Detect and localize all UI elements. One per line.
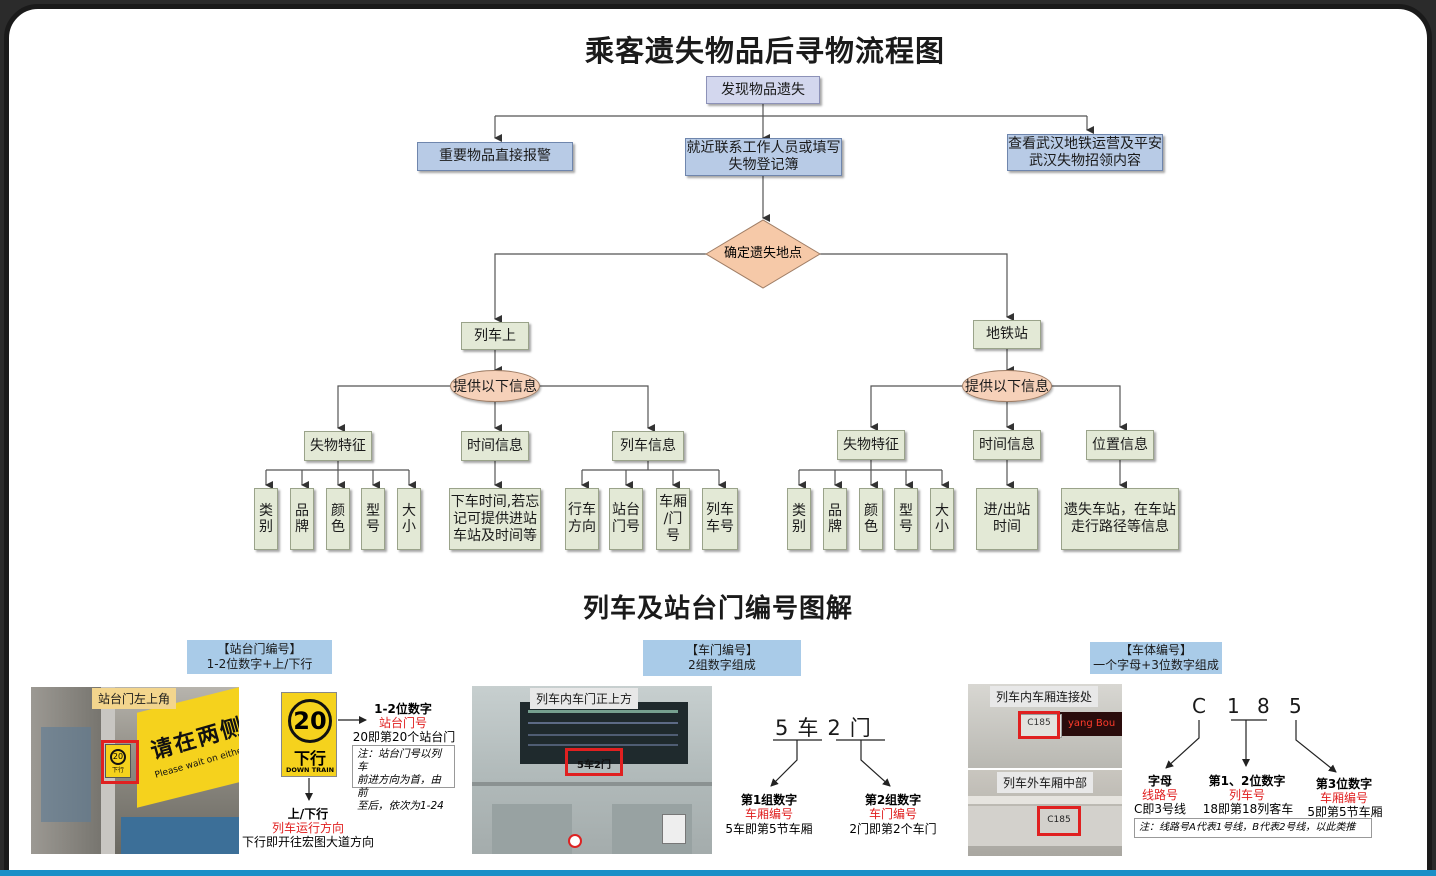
platform-label1-red: 站台门号 (378, 716, 427, 730)
platform-label1-title: 1-2位数字 (374, 702, 432, 716)
right-position-box: 位置信息 (1086, 430, 1154, 460)
body-c-desc: 5即第5节车厢 (1307, 805, 1383, 819)
check-box: 查看武汉地铁运营及平安 武汉失物招领内容 (1007, 134, 1163, 171)
left-feature-item: 型 号 (361, 488, 385, 550)
door-g2-red: 车门编号 (868, 807, 917, 821)
body-photo-inside-tag: 列车内车厢连接处 (990, 686, 1099, 707)
right-feature-item: 颜 色 (859, 488, 883, 550)
left-feature-item: 品 牌 (290, 488, 314, 550)
platform-photo: 请在两侧 Please wait on either side 20 下行 (31, 687, 239, 854)
body-inside-code: C185 (1027, 718, 1051, 728)
door-header: 【车门编号】 2组数字组成 (643, 640, 801, 676)
platform-photo-tag: 站台门左上角 (92, 688, 177, 709)
left-feature-item: 颜 色 (326, 488, 350, 550)
right-feature-item: 型 号 (894, 488, 918, 550)
right-time-box: 时间信息 (973, 430, 1041, 460)
body-a-title: 字母 (1147, 774, 1172, 788)
left-time-detail: 下车时间,若忘 记可提供进站 车站及时间等 (449, 488, 541, 550)
main-title: 乘客遗失物品后寻物流程图 (584, 34, 945, 68)
platform-highlight (101, 740, 139, 784)
left-train-item: 列车 车号 (702, 488, 738, 550)
left-train-item: 站台 门号 (609, 488, 643, 550)
body-inside-highlight (1018, 711, 1060, 739)
door-g1-desc: 5车即第5节车厢 (725, 822, 813, 836)
decision-diamond (705, 219, 821, 289)
provide-info-right: 提供以下信息 (962, 370, 1052, 402)
right-time-detail: 进/出站 时间 (976, 488, 1038, 550)
body-photo-outside-tag: 列车外车厢中部 (997, 772, 1094, 793)
left-train-item: 行车 方向 (565, 488, 599, 550)
platform-door-direction-en: DOWN TRAIN (285, 766, 335, 774)
left-time-box: 时间信息 (461, 431, 529, 461)
body-note: 注：线路号A代表1号线，B代表2号线，以此类推 (1134, 818, 1372, 838)
body-c-title: 第3位数字 (1315, 777, 1373, 791)
body-a-desc: C即3号线 (1133, 802, 1186, 816)
platform-label2-desc: 下行即开往宏图大道方向 (241, 835, 374, 849)
body-outside-highlight (1037, 806, 1081, 836)
platform-door-sign: 20 下行 DOWN TRAIN (281, 692, 337, 777)
body-b-red: 列车号 (1228, 788, 1265, 802)
left-feature-item: 类 别 (254, 488, 278, 550)
body-outside-code: C185 (1047, 815, 1071, 825)
door-g2-desc: 2门即第2个车门 (849, 822, 937, 836)
door-code-big: 5车2门 (775, 716, 880, 740)
left-feature-item: 大 小 (397, 488, 421, 550)
provide-info-left: 提供以下信息 (450, 370, 540, 402)
right-feature-item: 品 牌 (823, 488, 847, 550)
body-header: 【车体编号】 一个字母+3位数字组成 (1090, 642, 1222, 674)
body-char-8: 8 (1257, 694, 1279, 718)
contact-box: 就近联系工作人员或填写 失物登记簿 (685, 138, 842, 176)
body-char-1: 1 (1227, 694, 1249, 718)
decision-label: 确定遗失地点 (723, 246, 802, 261)
right-position-detail: 遗失车站，在车站 走行路径等信息 (1061, 488, 1179, 550)
door-photo-tag: 列车内车门正上方 (530, 688, 639, 709)
right-feature-item: 类 别 (787, 488, 811, 550)
platform-door-number: 20 (288, 699, 332, 743)
body-b-title: 第1、2位数字 (1208, 774, 1286, 788)
platform-label1-desc: 20即第20个站台门 (352, 730, 456, 744)
door-photo (472, 686, 712, 854)
body-char-c: C (1192, 694, 1215, 718)
body-a-red: 线路号 (1141, 788, 1178, 802)
right-feature-item: 大 小 (930, 488, 954, 550)
door-g1-title: 第1组数字 (740, 793, 798, 807)
door-photo-code: 5车2门 (577, 760, 611, 771)
on-train-box: 列车上 (461, 322, 529, 350)
left-train-box: 列车信息 (612, 431, 684, 461)
door-highlight (565, 748, 623, 776)
bottom-accent-bar (0, 870, 1436, 876)
station-box: 地铁站 (973, 320, 1041, 349)
body-b-desc: 18即第18列客车 (1202, 802, 1294, 816)
start-box: 发现物品遗失 (706, 76, 820, 104)
platform-door-direction: 下行 (293, 749, 326, 768)
right-feature-box: 失物特征 (837, 430, 905, 460)
platform-label2-red: 列车运行方向 (271, 821, 344, 835)
platform-header: 【站台门编号】 1-2位数字+上/下行 (187, 640, 332, 674)
platform-label2-title: 上/下行 (287, 807, 329, 821)
section-title: 列车及站台门编号图解 (582, 594, 853, 624)
body-c-red: 车厢编号 (1319, 791, 1368, 805)
body-photo-display: yang Bou (1068, 718, 1116, 729)
left-feature-box: 失物特征 (304, 431, 372, 461)
body-char-5: 5 (1289, 694, 1311, 718)
report-box: 重要物品直接报警 (417, 142, 573, 171)
platform-note: 注：站台门号以列车 前进方向为首，由前 至后，依次为1-24 (352, 745, 455, 812)
door-g2-title: 第2组数字 (864, 793, 922, 807)
door-g1-red: 车厢编号 (744, 807, 793, 821)
left-train-item: 车厢 /门 号 (656, 488, 690, 550)
